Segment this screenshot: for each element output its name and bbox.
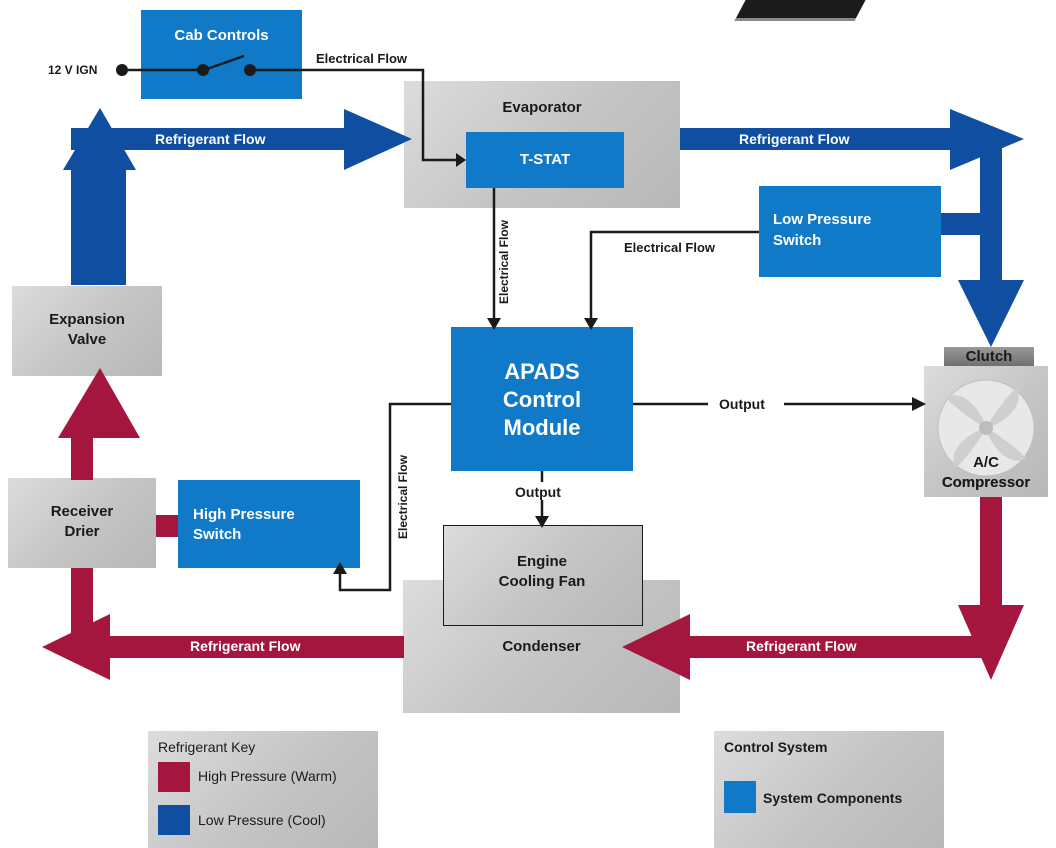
refrigerant-flow-label-top-left: Refrigerant Flow xyxy=(155,131,266,147)
low-pressure-switch-label-2: Switch xyxy=(773,232,822,249)
low-pressure-switch-box xyxy=(759,186,941,277)
low-arrow-up xyxy=(63,108,136,285)
electrical-flow-label-vertical-tstat: Electrical Flow xyxy=(497,219,511,305)
elec-lps-to-apads xyxy=(589,230,759,320)
arrow-to-apads-1 xyxy=(487,318,501,330)
ign-label: 12 V IGN xyxy=(48,63,98,77)
receiver-drier-label-1: Receiver xyxy=(50,503,114,520)
arrow-to-compressor xyxy=(912,397,926,411)
compressor-label-1-top: A/C xyxy=(973,454,999,471)
engine-fan-label-1: Engine xyxy=(516,553,567,570)
low-arrow-top-left-shaft xyxy=(71,128,351,150)
high-arrow-bottom-right-shaft xyxy=(680,636,991,658)
evaporator-label: Evaporator xyxy=(502,99,582,116)
electrical-flow-label-vertical-hps: Electrical Flow xyxy=(396,454,410,540)
refrigerant-flow-label-bottom-right: Refrigerant Flow xyxy=(746,638,857,654)
engine-cooling-fan-box xyxy=(443,525,643,626)
switch-contact-right xyxy=(244,64,256,76)
compressor-label-2: Compressor xyxy=(941,474,1031,491)
output-label-right: Output xyxy=(719,396,765,412)
high-pressure-key-label: High Pressure (Warm) xyxy=(198,768,337,784)
apads-label-1: APADS xyxy=(504,359,580,384)
apads-control-module-box xyxy=(451,327,633,471)
high-pressure-switch-box xyxy=(178,480,360,568)
low-arrow-top-left-head xyxy=(344,109,412,170)
low-pressure-key-label: Low Pressure (Cool) xyxy=(198,812,326,828)
expansion-valve-box xyxy=(12,286,162,376)
low-arrow-lps-connector xyxy=(941,213,981,235)
tstat-box xyxy=(466,132,624,188)
high-pressure-switch-label-1: High Pressure xyxy=(193,506,295,523)
low-arrow-down-head xyxy=(958,280,1024,347)
refrigerant-flow-label-bottom-left: Refrigerant Flow xyxy=(190,638,301,654)
high-arrow-hps-connector xyxy=(156,515,178,537)
output-label-bottom: Output xyxy=(515,484,561,500)
ign-terminal xyxy=(116,64,128,76)
arrow-to-apads-2 xyxy=(584,318,598,330)
clutch-label: Clutch xyxy=(965,348,1013,365)
condenser-label: Condenser xyxy=(502,638,581,655)
control-system-title: Control System xyxy=(724,739,828,755)
elec-hps-loop xyxy=(338,402,451,592)
high-pressure-swatch xyxy=(158,762,190,792)
cab-controls-box xyxy=(141,10,302,99)
tstat-label: T-STAT xyxy=(519,151,571,168)
low-arrow-top-right-head xyxy=(950,109,1024,170)
refrigerant-key-title: Refrigerant Key xyxy=(158,739,256,755)
high-arrow-drier-to-valve-head xyxy=(58,368,140,438)
receiver-drier-box xyxy=(8,478,156,568)
expansion-valve-label-2: Valve xyxy=(67,331,107,348)
low-arrow-top-right-shaft xyxy=(680,128,960,150)
cab-controls-label: Cab Controls xyxy=(174,27,269,44)
arrow-to-tstat xyxy=(456,153,466,167)
compressor-label-2-top: Compressor xyxy=(941,474,1031,491)
electrical-flow-label-top: Electrical Flow xyxy=(316,51,408,66)
switch-contact-left xyxy=(197,64,209,76)
apads-label-2: Control xyxy=(502,387,582,412)
low-pressure-switch-label-1: Low Pressure xyxy=(773,211,872,228)
refrigerant-flow-label-top-right: Refrigerant Flow xyxy=(739,131,850,147)
elec-cab-to-tstat xyxy=(255,68,456,162)
system-components-swatch xyxy=(724,781,756,813)
arrow-to-hps xyxy=(333,562,347,574)
high-arrow-bottom-right-head xyxy=(622,614,690,680)
high-arrow-comp-down-shaft xyxy=(980,497,1002,615)
electrical-flow-label-lps: Electrical Flow xyxy=(624,240,716,255)
compressor-fan-icon xyxy=(937,379,1035,477)
high-arrow-left-up-shaft xyxy=(71,568,93,658)
low-pressure-swatch xyxy=(158,805,190,835)
arrow-to-fan xyxy=(535,516,549,528)
engine-fan-label-2: Cooling Fan xyxy=(498,573,586,590)
high-arrow-bottom-left-shaft xyxy=(100,636,404,658)
high-pressure-switch-label-2: Switch xyxy=(193,526,242,543)
clutch-box xyxy=(944,347,1034,366)
receiver-drier-label-2: Drier xyxy=(64,523,100,540)
system-components-label: System Components xyxy=(763,790,903,806)
apads-label-3: Module xyxy=(503,415,581,440)
expansion-valve-label-1: Expansion xyxy=(49,311,125,328)
low-arrow-down-shaft xyxy=(980,145,1002,290)
high-arrow-drier-to-valve-shaft xyxy=(71,425,93,480)
elec-switch-blade xyxy=(203,54,245,72)
